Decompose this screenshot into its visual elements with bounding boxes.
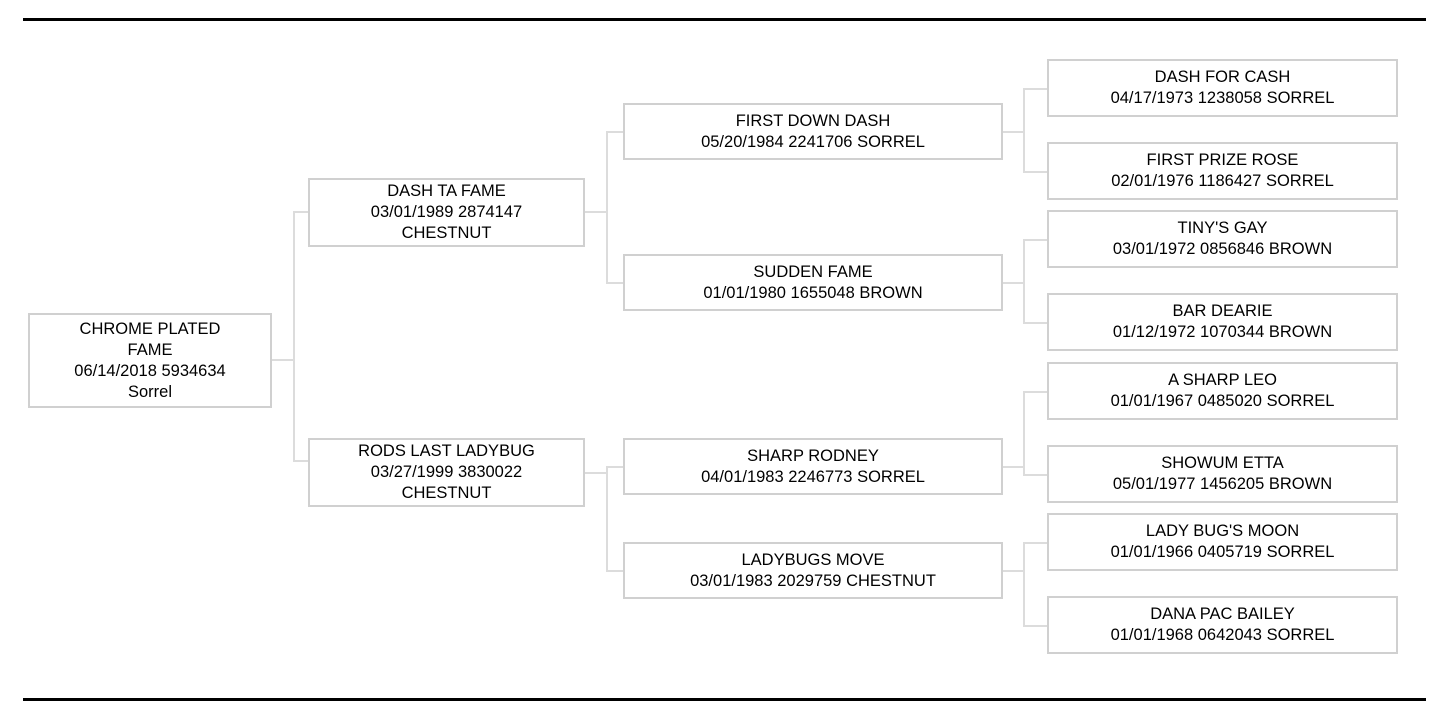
node-ss-dam-name: FIRST PRIZE ROSE [1146, 151, 1299, 169]
connector-dd-spine [1023, 542, 1025, 626]
node-ss-sire[interactable]: DASH FOR CASH 04/17/1973 1238058 SORREL [1047, 59, 1398, 117]
node-dam-details: 03/27/1999 3830022 [370, 463, 523, 481]
node-ds-sire-name: A SHARP LEO [1168, 371, 1277, 389]
node-ds-sire[interactable]: A SHARP LEO 01/01/1967 0485020 SORREL [1047, 362, 1398, 420]
node-sire-dam[interactable]: SUDDEN FAME 01/01/1980 1655048 BROWN [623, 254, 1003, 311]
connector-sire-stub [585, 211, 607, 213]
connector-sd-stub [1003, 282, 1024, 284]
connector-to-dam-dam [606, 570, 623, 572]
node-sire-dam-details: 01/01/1980 1655048 BROWN [703, 283, 923, 302]
connector-to-ds-sire [1023, 391, 1048, 393]
node-dam-sire-name: SHARP RODNEY [747, 446, 879, 465]
connector-to-dd-sire [1023, 542, 1048, 544]
connector-ss-stub [1003, 131, 1024, 133]
node-sire[interactable]: DASH TA FAME 03/01/1989 2874147 CHESTNUT [308, 178, 585, 247]
node-ss-sire-details: 04/17/1973 1238058 SORREL [1110, 89, 1335, 107]
node-sd-dam[interactable]: BAR DEARIE 01/12/1972 1070344 BROWN [1047, 293, 1398, 351]
connector-to-ss-sire [1023, 88, 1048, 90]
node-subject-name-line2: FAME [127, 340, 173, 359]
node-ds-dam-details: 05/01/1977 1456205 BROWN [1112, 475, 1333, 493]
node-ds-dam-name: SHOWUM ETTA [1161, 454, 1284, 472]
node-dam-dam-details: 03/01/1983 2029759 CHESTNUT [690, 571, 936, 590]
connector-to-ss-dam [1023, 171, 1048, 173]
top-divider-rule [23, 18, 1426, 21]
node-sd-dam-name: BAR DEARIE [1172, 302, 1273, 320]
bottom-divider-rule [23, 698, 1426, 701]
node-dd-sire[interactable]: LADY BUG'S MOON 01/01/1966 0405719 SORRE… [1047, 513, 1398, 571]
node-subject-details: 06/14/2018 5934634 [74, 361, 226, 380]
connector-dam-stub [585, 472, 607, 474]
node-dam-sire[interactable]: SHARP RODNEY 04/01/1983 2246773 SORREL [623, 438, 1003, 495]
node-subject-name-line1: CHROME PLATED [79, 319, 221, 338]
node-sire-sire-name: FIRST DOWN DASH [735, 111, 891, 130]
node-dam-dam-name: LADYBUGS MOVE [741, 550, 885, 569]
node-ss-sire-name: DASH FOR CASH [1154, 68, 1291, 86]
node-sire-dam-name: SUDDEN FAME [753, 262, 873, 281]
connector-to-sire-sire [606, 131, 623, 133]
connector-dd-stub [1003, 570, 1024, 572]
connector-to-sire-dam [606, 282, 623, 284]
node-sd-dam-details: 01/12/1972 1070344 BROWN [1112, 323, 1333, 341]
connector-to-ds-dam [1023, 474, 1048, 476]
connector-ds-spine [1023, 391, 1025, 475]
connector-to-dam-sire [606, 466, 623, 468]
connector-subject-spine [293, 211, 295, 461]
node-subject-color: Sorrel [127, 382, 172, 401]
node-dd-dam-name: DANA PAC BAILEY [1150, 605, 1295, 623]
node-dd-sire-details: 01/01/1966 0405719 SORREL [1110, 543, 1335, 561]
node-dam-sire-details: 04/01/1983 2246773 SORREL [701, 467, 925, 486]
connector-ds-stub [1003, 466, 1024, 468]
node-sd-sire-name: TINY'S GAY [1177, 219, 1268, 237]
connector-to-sd-sire [1023, 239, 1048, 241]
connector-to-dd-dam [1023, 625, 1048, 627]
node-sire-details: 03/01/1989 2874147 [370, 203, 523, 221]
node-dd-dam-details: 01/01/1968 0642043 SORREL [1110, 626, 1335, 644]
node-sire-name: DASH TA FAME [387, 182, 506, 200]
node-dd-dam[interactable]: DANA PAC BAILEY 01/01/1968 0642043 SORRE… [1047, 596, 1398, 654]
connector-to-sd-dam [1023, 322, 1048, 324]
connector-ss-spine [1023, 88, 1025, 172]
node-ds-sire-details: 01/01/1967 0485020 SORREL [1110, 392, 1335, 410]
connector-to-sire [293, 211, 309, 213]
node-dam-color: CHESTNUT [401, 484, 492, 502]
node-ss-dam-details: 02/01/1976 1186427 SORREL [1111, 172, 1334, 190]
node-sire-sire[interactable]: FIRST DOWN DASH 05/20/1984 2241706 SORRE… [623, 103, 1003, 160]
node-subject[interactable]: CHROME PLATED FAME 06/14/2018 5934634 So… [28, 313, 272, 408]
connector-to-dam [293, 460, 309, 462]
node-sd-sire-details: 03/01/1972 0856846 BROWN [1112, 240, 1333, 258]
connector-sd-spine [1023, 239, 1025, 323]
node-sire-sire-details: 05/20/1984 2241706 SORREL [701, 132, 925, 151]
node-dam-name: RODS LAST LADYBUG [358, 442, 535, 460]
node-ds-dam[interactable]: SHOWUM ETTA 05/01/1977 1456205 BROWN [1047, 445, 1398, 503]
connector-subject-stub [272, 359, 294, 361]
node-ss-dam[interactable]: FIRST PRIZE ROSE 02/01/1976 1186427 SORR… [1047, 142, 1398, 200]
node-dam[interactable]: RODS LAST LADYBUG 03/27/1999 3830022 CHE… [308, 438, 585, 507]
node-sd-sire[interactable]: TINY'S GAY 03/01/1972 0856846 BROWN [1047, 210, 1398, 268]
connector-sire-spine [606, 131, 608, 283]
node-dd-sire-name: LADY BUG'S MOON [1145, 522, 1300, 540]
connector-dam-spine [606, 466, 608, 572]
node-sire-color: CHESTNUT [401, 224, 492, 242]
node-dam-dam[interactable]: LADYBUGS MOVE 03/01/1983 2029759 CHESTNU… [623, 542, 1003, 599]
